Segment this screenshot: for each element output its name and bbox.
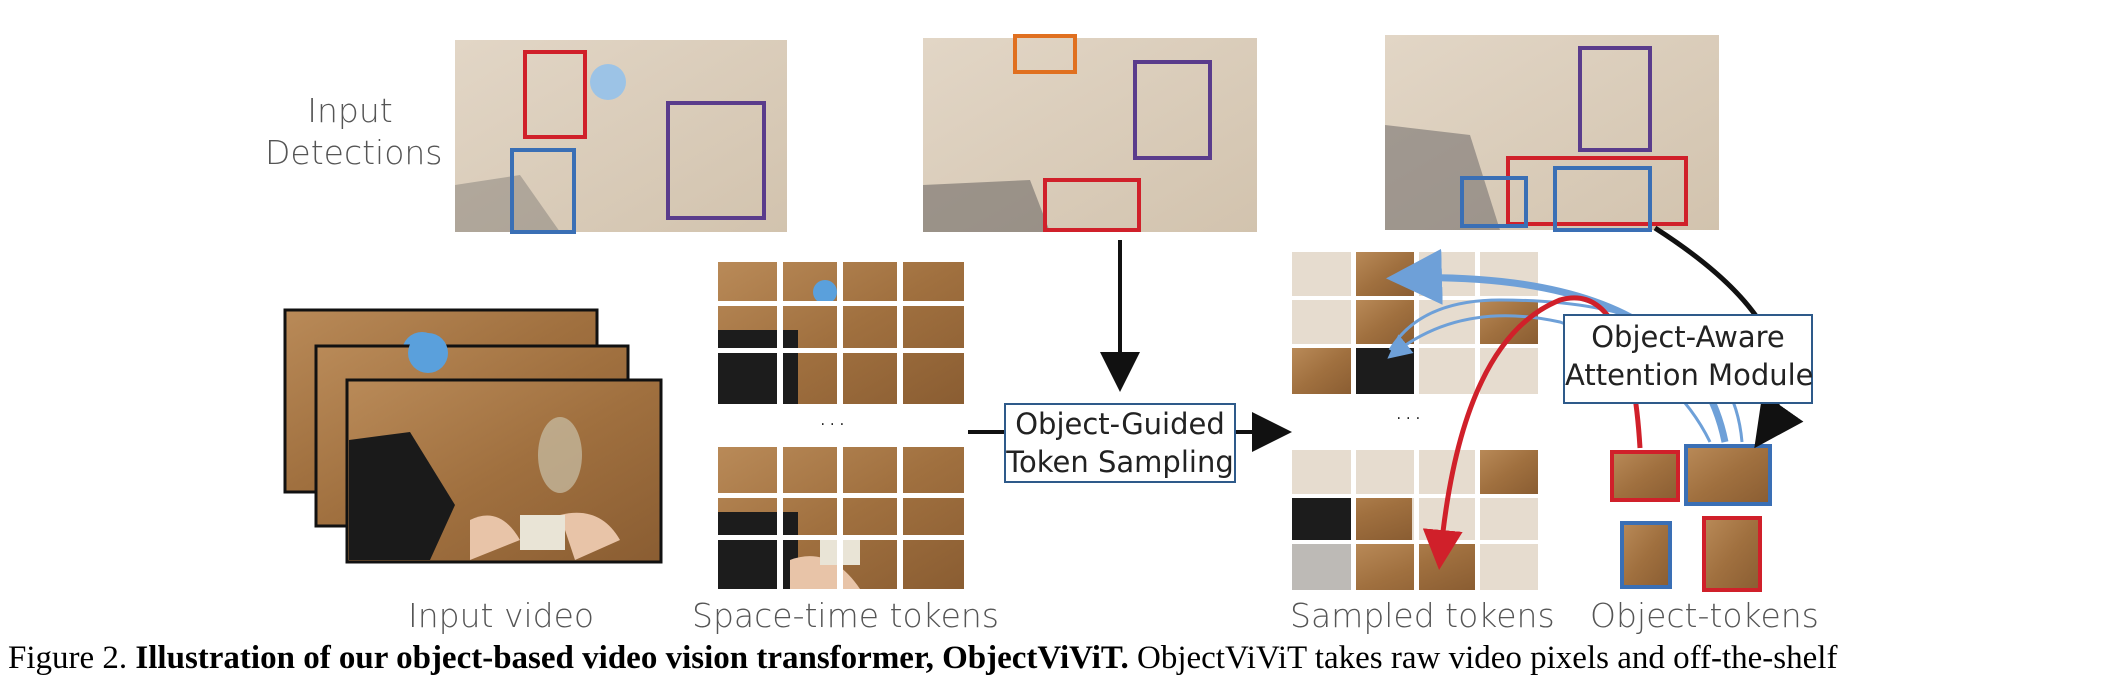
space-time-token-grid-top [718,262,964,404]
sampled-token-grid-bottom [1292,450,1538,590]
caption-bold: Illustration of our object-based video v… [135,640,1129,676]
object-token-tiles [1610,444,1772,592]
sampling-line1: Object-Guided [1015,407,1225,441]
space-time-tokens-label: Space-time tokens [692,596,999,635]
attention-line1: Object-Aware [1591,320,1785,354]
input-video-label: Input video [408,596,595,635]
ellipsis-space-time: ... [818,398,847,433]
ellipsis-sampled: ... [1394,392,1423,427]
detection-frame-2 [923,34,1257,232]
sampled-tokens-label: Sampled tokens [1290,596,1555,635]
input-detections-line2: Detections [265,133,443,172]
object-guided-token-sampling-box: Object-Guided Token Sampling [1004,403,1236,483]
caption-prefix: Figure 2. [8,640,128,676]
input-video-stack [283,308,663,564]
figure-diagram [283,34,1804,592]
input-detections-label: Input Detections [265,90,443,174]
object-aware-attention-module-box: Object-Aware Attention Module [1563,314,1814,404]
input-detections-line1: Input [307,91,393,130]
caption-rest: ObjectViViT takes raw video pixels and o… [1136,640,1838,676]
space-time-token-grid-bottom [718,447,964,589]
detection-frame-3 [1385,35,1719,232]
figure-caption: Figure 2. Illustration of our object-bas… [8,640,2098,677]
sampling-line2: Token Sampling [1006,445,1234,479]
attention-line2: Attention Module [1565,358,1814,392]
object-tokens-label: Object-tokens [1590,596,1819,635]
detection-frame-1 [455,40,787,234]
